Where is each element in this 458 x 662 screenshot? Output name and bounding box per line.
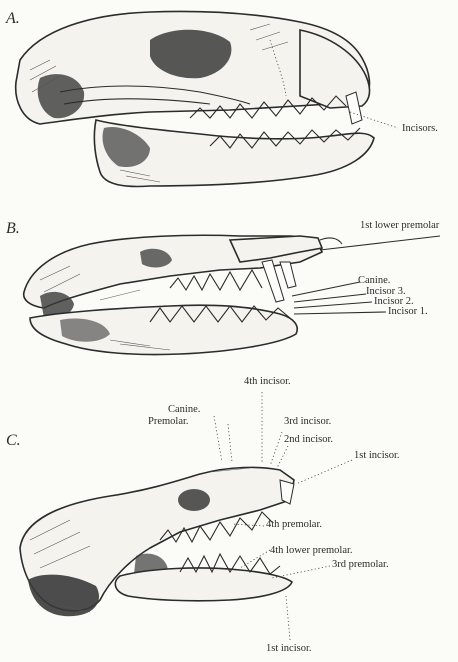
label-1st-incisor-lower: 1st incisor.	[266, 643, 312, 654]
label-4th-incisor: 4th incisor.	[244, 376, 291, 387]
label-premolar: Premolar.	[148, 416, 189, 427]
figure-letter-b: B.	[6, 220, 20, 238]
figure-letter-c: C.	[6, 432, 21, 450]
label-1st-incisor-upper: 1st incisor.	[354, 450, 400, 461]
label-canine-c: Canine.	[168, 404, 200, 415]
label-2nd-incisor: 2nd incisor.	[284, 434, 333, 445]
label-4th-premolar: 4th premolar.	[266, 519, 322, 530]
label-4th-lower-premolar: 4th lower premolar.	[270, 545, 353, 556]
label-1st-lower-premolar: 1st lower premolar	[360, 220, 439, 231]
skull-c	[20, 392, 352, 640]
skull-a	[16, 11, 398, 186]
label-canine-b: Canine.	[358, 275, 390, 286]
label-3rd-incisor: 3rd incisor.	[284, 416, 331, 427]
label-incisor-1: Incisor 1.	[388, 306, 428, 317]
label-3rd-premolar: 3rd premolar.	[332, 559, 389, 570]
label-incisors: Incisors.	[402, 123, 438, 134]
figure-letter-a: A.	[6, 10, 20, 28]
